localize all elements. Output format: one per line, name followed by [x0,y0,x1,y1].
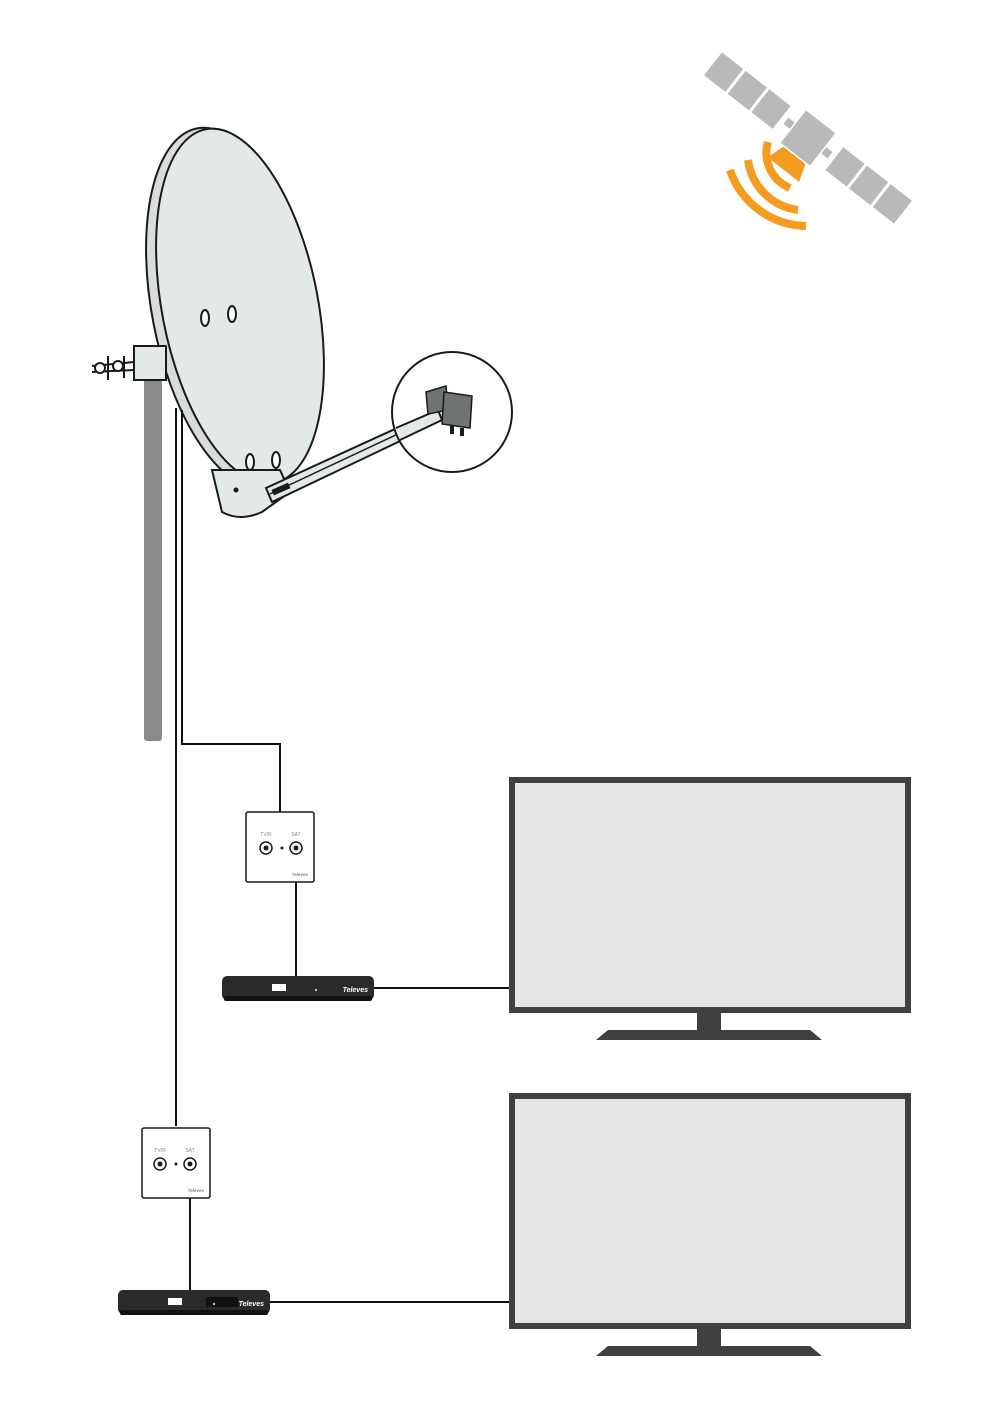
wall-outlet-icon [245,811,315,883]
television-icon [509,1093,911,1329]
usb-port[interactable] [168,1298,182,1305]
coax-cables [175,408,512,1303]
receiver-brand: Televes [239,1301,265,1308]
outlet-port-tv-label: TV/R [260,832,272,838]
set-top-box-icon [222,976,374,1000]
lnb-detail-circle [391,351,513,473]
signal-waves-icon [726,140,807,230]
outlet-port-sat-label: SAT [185,1148,194,1154]
outlet-port-sat-label: SAT [291,832,300,838]
wall-outlet-1: TV/R SAT Televes [245,811,315,883]
receiver-1: Televes [222,976,374,1001]
satellite-dish-icon [91,126,325,518]
television-icon [509,777,911,1013]
outlet-brand: Televes [188,1188,205,1193]
cable-lnb-to-outlet-1 [181,410,281,812]
antenna-mast [144,375,162,741]
tv-stand-neck [697,1010,721,1030]
solar-panel-left [699,48,795,134]
lnb-icon [425,385,473,436]
satellite-icon [699,48,917,228]
television-2 [509,1093,911,1356]
tv-stand-base [596,1030,822,1040]
tv-stand-base [596,1346,822,1356]
solar-panel-right [821,142,917,228]
usb-port[interactable] [272,984,286,991]
wall-outlet-2: TV/R SAT Televes [141,1127,211,1199]
television-1 [509,777,911,1040]
set-top-box-icon [118,1290,270,1314]
outlet-brand: Televes [292,872,309,877]
receiver-2: Televes [118,1290,270,1315]
outlet-port-tv-label: TV/R [154,1148,166,1154]
tv-stand-neck [697,1326,721,1346]
satellite-antenna [767,146,806,182]
mast-clamp [91,345,167,381]
receiver-brand: Televes [343,987,369,994]
